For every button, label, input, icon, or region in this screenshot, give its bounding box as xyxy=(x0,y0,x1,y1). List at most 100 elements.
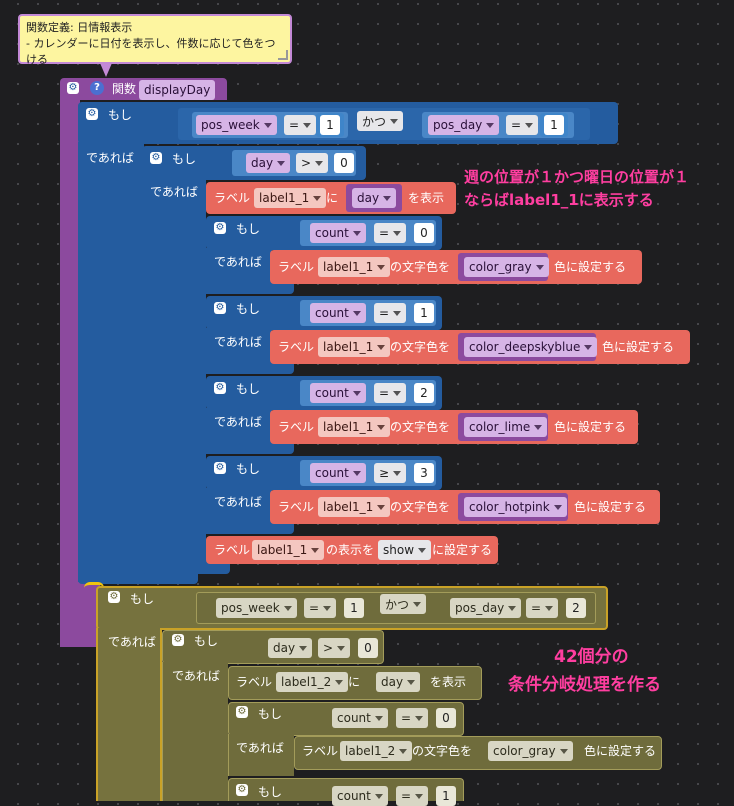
color-dropdown[interactable]: color_hotpink xyxy=(464,497,567,517)
label-dropdown[interactable]: label1_1 xyxy=(318,497,391,517)
visibility-value: show xyxy=(383,543,415,557)
dropdown-caret-icon xyxy=(377,504,386,510)
number-value[interactable]: 0 xyxy=(334,153,354,173)
var-dropdown-count[interactable]: count xyxy=(332,708,388,728)
comment-bubble[interactable]: 関数定義: 日情報表示 - カレンダーに日付を表示し、件数に応じて色をつける xyxy=(18,14,292,66)
gear-icon[interactable]: ⚙ xyxy=(214,302,226,314)
number-value[interactable]: 1 xyxy=(544,115,564,135)
var-dropdown-day[interactable]: day xyxy=(376,672,421,692)
number-value[interactable]: 2 xyxy=(566,598,586,618)
label-name: label1_1 xyxy=(323,500,374,514)
help-icon[interactable]: ? xyxy=(90,81,104,95)
then-keyword: であれば xyxy=(214,255,262,269)
dropdown-caret-icon xyxy=(393,230,402,236)
number-value[interactable]: 1 xyxy=(414,303,434,323)
color-dropdown[interactable]: color_deepskyblue xyxy=(464,337,598,357)
dropdown-caret-icon xyxy=(303,122,312,128)
label-dropdown[interactable]: label1_2 xyxy=(340,741,413,761)
operator-dropdown[interactable]: = xyxy=(284,115,317,135)
dropdown-caret-icon xyxy=(486,122,495,128)
var-label: pos_day xyxy=(433,118,483,132)
and-label: かつ xyxy=(362,114,387,129)
dropdown-caret-icon xyxy=(393,310,402,316)
label-name: label1_1 xyxy=(257,543,308,557)
operator-dropdown[interactable]: = xyxy=(374,383,407,403)
if-keyword: もし xyxy=(194,634,219,648)
if-keyword: もし xyxy=(236,462,261,476)
number-value[interactable]: 1 xyxy=(320,115,340,135)
label-keyword: ラベル xyxy=(236,675,273,689)
gear-icon[interactable]: ⚙ xyxy=(214,462,226,474)
gear-icon[interactable]: ⚙ xyxy=(214,222,226,234)
operator-dropdown[interactable]: > xyxy=(296,153,329,173)
operator-dropdown[interactable]: = xyxy=(506,115,539,135)
operator-dropdown[interactable]: = xyxy=(396,708,429,728)
var-dropdown-pos-day[interactable]: pos_day xyxy=(428,115,500,135)
operator-dropdown[interactable]: = xyxy=(396,786,429,806)
color-dropdown[interactable]: color_lime xyxy=(464,417,548,437)
color-dropdown[interactable]: color_gray xyxy=(488,741,573,761)
dropdown-caret-icon xyxy=(377,344,386,350)
number-value[interactable]: 0 xyxy=(436,708,456,728)
color-dropdown[interactable]: color_gray xyxy=(464,257,549,277)
function-name-field[interactable]: displayDay xyxy=(139,80,216,100)
var-dropdown-count[interactable]: count xyxy=(332,786,388,806)
and-dropdown[interactable]: かつ xyxy=(380,594,427,614)
resize-grip-icon[interactable] xyxy=(278,50,288,60)
gear-icon[interactable]: ⚙ xyxy=(150,152,162,164)
and-dropdown[interactable]: かつ xyxy=(357,111,404,131)
var-dropdown-count[interactable]: count xyxy=(310,223,366,243)
dropdown-caret-icon xyxy=(315,160,324,166)
var-dropdown-count[interactable]: count xyxy=(310,463,366,483)
var-dropdown-count[interactable]: count xyxy=(310,303,366,323)
number-value[interactable]: 1 xyxy=(436,786,456,806)
label-display-block[interactable] xyxy=(206,182,456,214)
number-value[interactable]: 0 xyxy=(358,638,378,658)
var-label: count xyxy=(337,789,371,803)
operator-label: ≥ xyxy=(379,466,390,480)
operator-label: = xyxy=(531,601,542,615)
gear-icon[interactable]: ⚙ xyxy=(86,108,98,120)
label-name: label1_1 xyxy=(323,260,374,274)
number-block[interactable]: 1 xyxy=(316,113,344,137)
operator-dropdown[interactable]: > xyxy=(318,638,351,658)
label-dropdown[interactable]: label1_1 xyxy=(318,417,391,437)
gear-icon[interactable]: ⚙ xyxy=(172,634,184,646)
number-value[interactable]: 3 xyxy=(414,463,434,483)
label-dropdown[interactable]: label1_1 xyxy=(318,337,391,357)
dropdown-caret-icon xyxy=(283,605,292,611)
var-dropdown-day[interactable]: day xyxy=(268,638,313,658)
gear-icon[interactable]: ⚙ xyxy=(108,591,120,603)
label-dropdown[interactable]: label1_1 xyxy=(252,540,325,560)
number-value[interactable]: 0 xyxy=(414,223,434,243)
var-dropdown-day[interactable]: day xyxy=(352,188,397,208)
operator-dropdown[interactable]: = xyxy=(526,598,559,618)
operator-dropdown[interactable]: = xyxy=(304,598,337,618)
gear-icon[interactable]: ⚙ xyxy=(214,382,226,394)
var-dropdown-pos-day[interactable]: pos_day xyxy=(450,598,522,618)
label-dropdown[interactable]: label1_1 xyxy=(254,188,327,208)
number-block[interactable]: 1 xyxy=(540,113,568,137)
label-dropdown[interactable]: label1_2 xyxy=(276,672,349,692)
gear-icon[interactable]: ⚙ xyxy=(67,82,79,94)
gear-icon[interactable]: ⚙ xyxy=(236,706,248,718)
operator-dropdown[interactable]: ≥ xyxy=(374,463,407,483)
color-name: color_gray xyxy=(493,744,556,758)
visibility-dropdown[interactable]: show xyxy=(378,540,432,560)
var-label: day xyxy=(251,156,274,170)
label-display-disabled[interactable] xyxy=(228,666,482,700)
number-value[interactable]: 2 xyxy=(414,383,434,403)
dropdown-caret-icon xyxy=(352,390,361,396)
gear-icon[interactable]: ⚙ xyxy=(236,784,248,796)
var-dropdown-pos-week[interactable]: pos_week xyxy=(196,115,277,135)
var-dropdown-pos-week[interactable]: pos_week xyxy=(216,598,297,618)
label-dropdown[interactable]: label1_1 xyxy=(318,257,391,277)
operator-dropdown[interactable]: = xyxy=(374,223,407,243)
number-value[interactable]: 1 xyxy=(344,598,364,618)
if-keyword: もし xyxy=(108,108,133,122)
var-dropdown-count[interactable]: count xyxy=(310,383,366,403)
dropdown-caret-icon xyxy=(311,547,320,553)
operator-dropdown[interactable]: = xyxy=(374,303,407,323)
var-dropdown-day[interactable]: day xyxy=(246,153,291,173)
var-label: count xyxy=(315,386,349,400)
